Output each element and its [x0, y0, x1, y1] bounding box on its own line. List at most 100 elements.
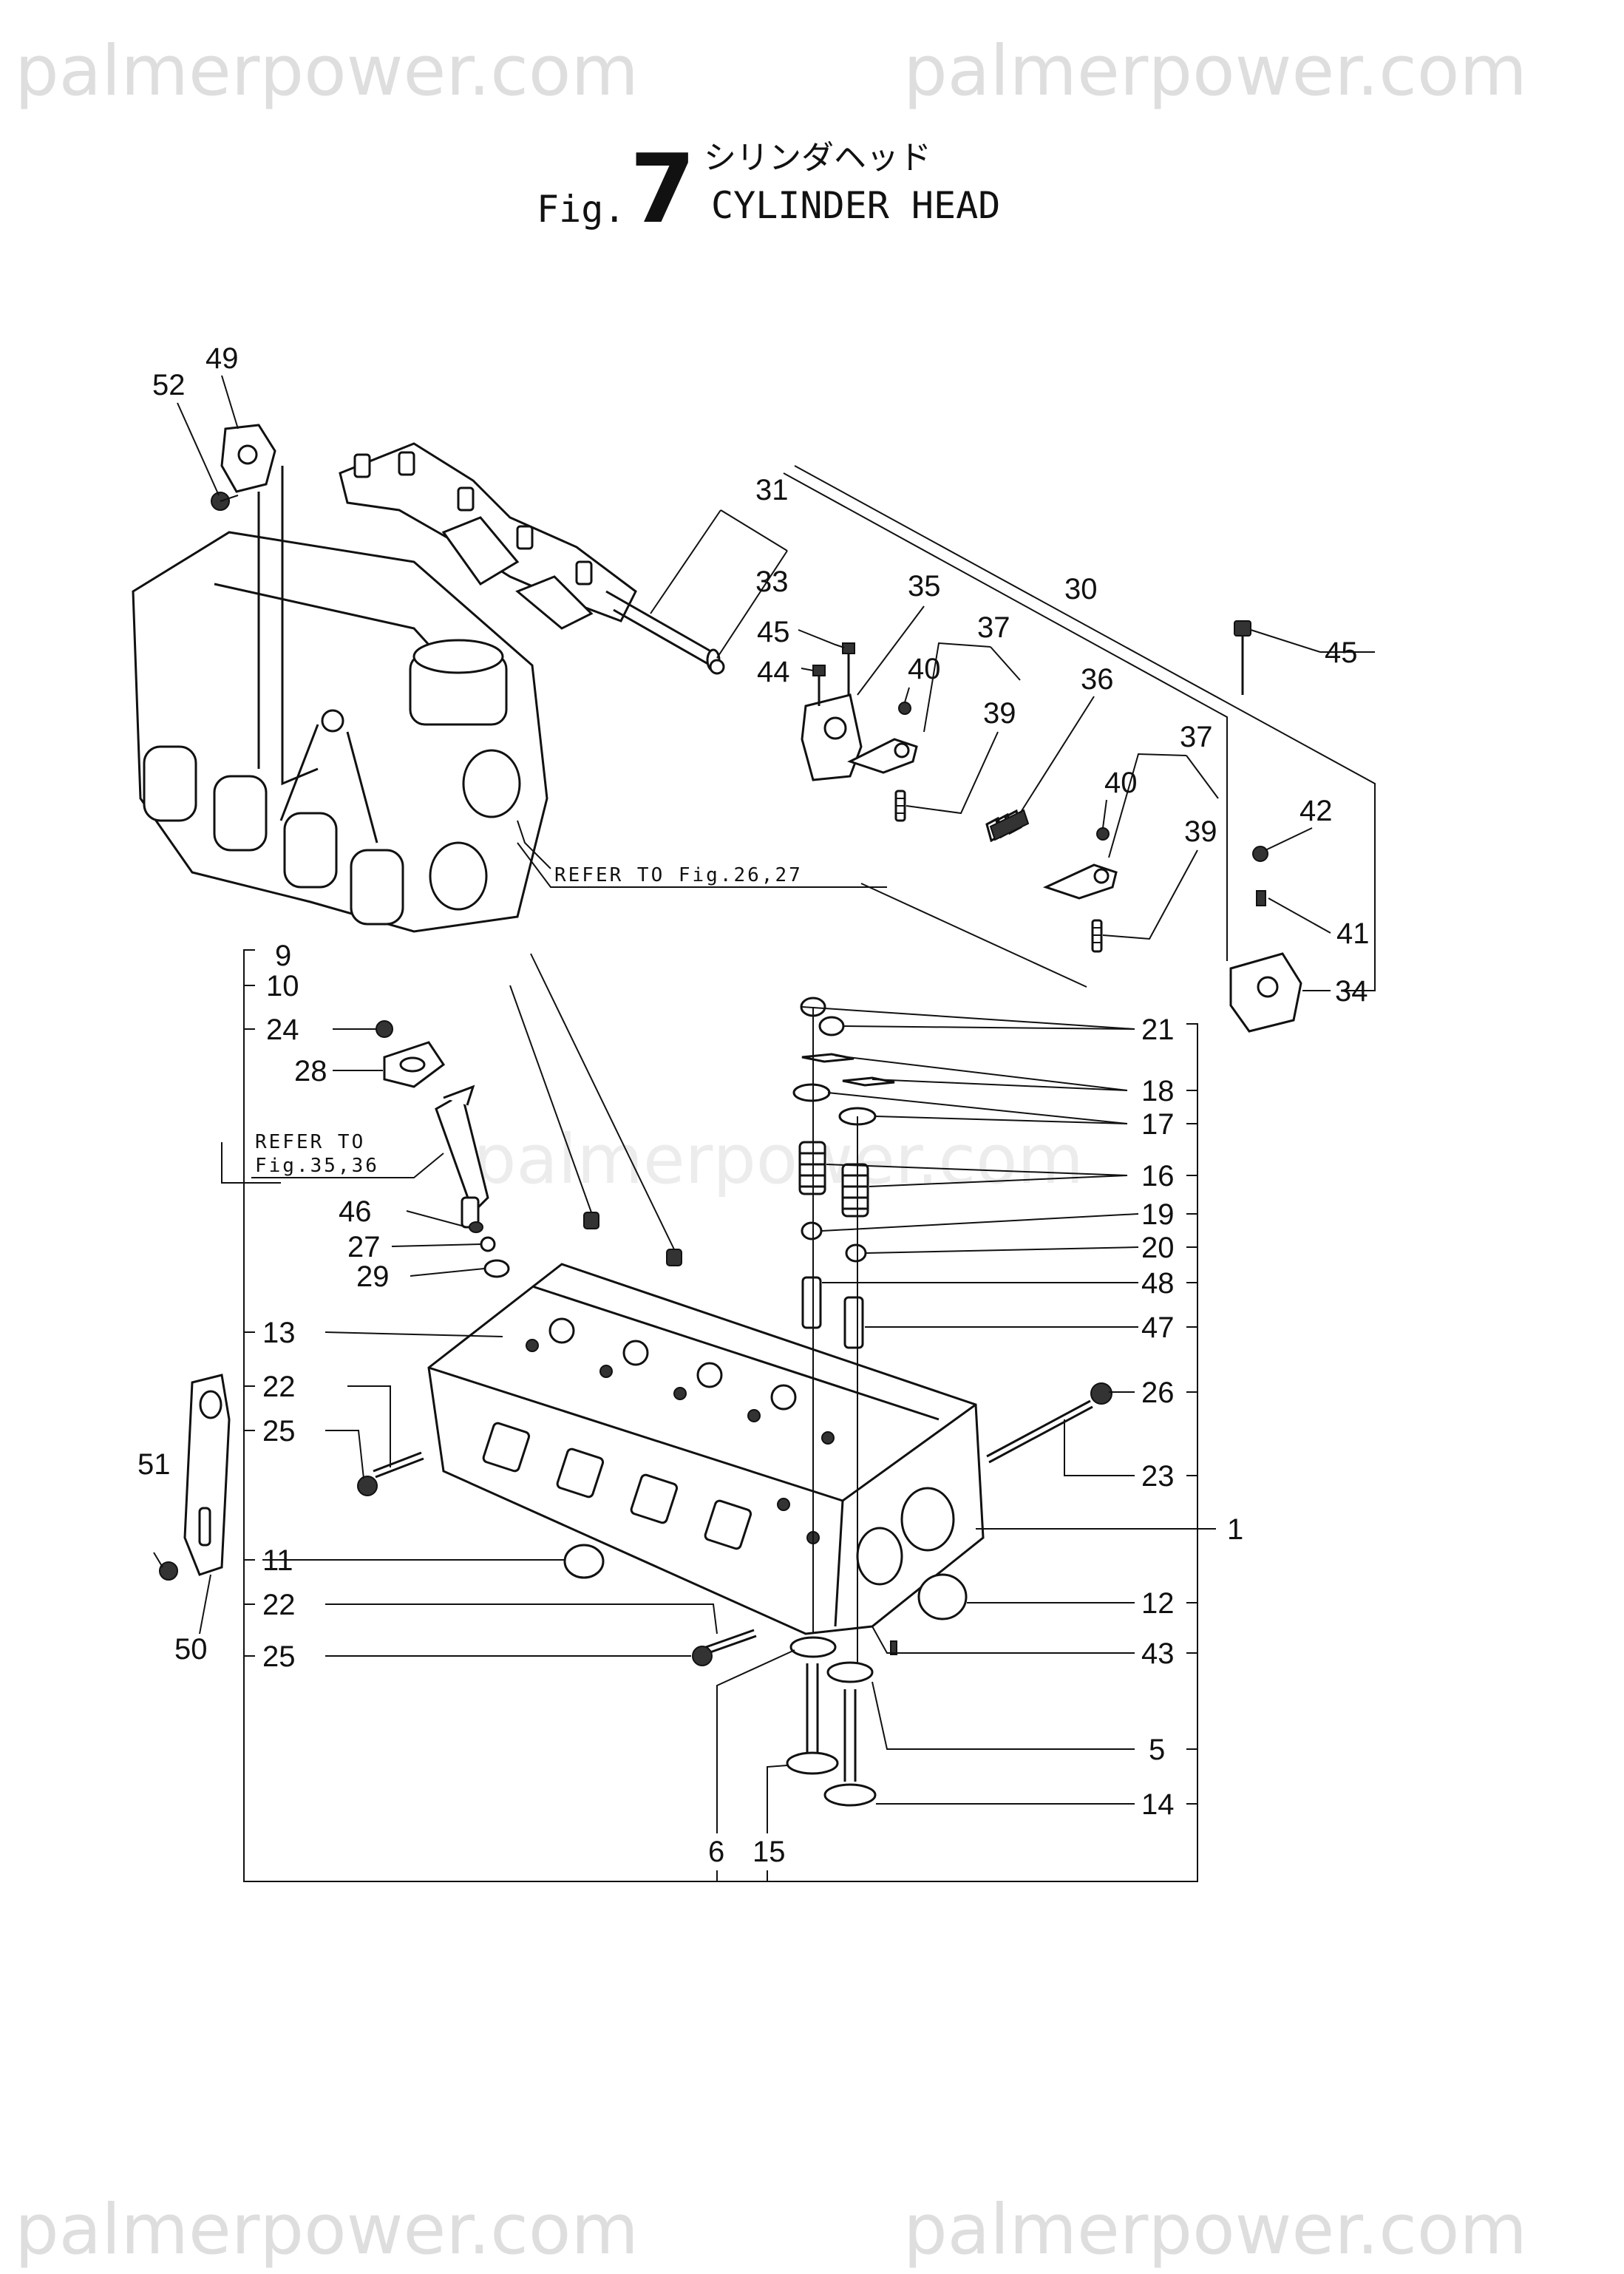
callout-37-left: 37: [977, 611, 1010, 644]
nut-42: [1252, 846, 1268, 862]
adjust-screw-39-left: [894, 790, 906, 822]
adjust-screw-39-right: [1091, 919, 1103, 953]
spring-36: [985, 809, 1030, 843]
callout-34: 34: [1335, 975, 1368, 1008]
callout-25-lower: 25: [262, 1640, 296, 1673]
callout-40-right: 40: [1104, 767, 1138, 799]
callout-48: 48: [1141, 1267, 1175, 1300]
callout-6: 6: [708, 1836, 724, 1868]
nut-25-lower: [692, 1646, 713, 1666]
callout-50: 50: [174, 1633, 208, 1666]
callout-22-lower: 22: [262, 1589, 296, 1621]
plug-11: [563, 1544, 605, 1579]
callout-26: 26: [1141, 1377, 1175, 1409]
rocker-bracket-34: [1229, 952, 1302, 1033]
callout-20: 20: [1141, 1232, 1175, 1264]
valve-guide-48: [801, 1276, 822, 1329]
washer-29: [483, 1259, 510, 1278]
watermark-center: palmerpower.com: [473, 1120, 1084, 1199]
valve-spring-16b: [841, 1163, 869, 1218]
seat-46: [469, 1221, 483, 1233]
callout-10: 10: [266, 970, 299, 1002]
valve-seal-20: [845, 1243, 867, 1263]
leader-lines-upper: [177, 375, 1375, 991]
engine-context-drawing: [132, 531, 548, 933]
valve-cap-21b: [818, 1016, 845, 1036]
seal-12: [917, 1573, 968, 1620]
callout-31: 31: [755, 474, 789, 506]
bolt-44: [812, 665, 826, 706]
stud-22-lower: [705, 1629, 757, 1654]
pin-43: [890, 1640, 897, 1655]
callout-28: 28: [294, 1055, 327, 1087]
callout-18: 18: [1141, 1075, 1175, 1107]
intake-valve-15: [786, 1663, 839, 1775]
stud-22-upper: [373, 1451, 424, 1479]
callout-23: 23: [1141, 1460, 1175, 1493]
callout-17: 17: [1141, 1108, 1175, 1141]
bolt-52: [211, 492, 239, 511]
gasket-27: [480, 1236, 496, 1252]
figure-number: 7: [630, 135, 696, 245]
watermark-bottom-right: palmerpower.com: [903, 2190, 1527, 2270]
callout-14: 14: [1141, 1788, 1175, 1821]
watermark-top-left: palmerpower.com: [15, 31, 639, 112]
shaft-plug-33: [709, 659, 725, 675]
plug-10: [583, 1212, 599, 1229]
callout-13: 13: [262, 1317, 296, 1349]
valve-seat-5: [826, 1661, 874, 1683]
callout-37-right: 37: [1180, 721, 1213, 753]
stud-41: [1256, 890, 1266, 906]
injector-28-plate: [383, 1041, 446, 1088]
callout-labels: 1 5 6 9 10 11 12 13 14 15 16 17 18 19 20…: [137, 342, 1370, 1868]
callout-30: 30: [1064, 573, 1098, 605]
nut-25-upper: [357, 1476, 378, 1496]
lifting-eye-49: [220, 424, 319, 786]
watermark-bottom-left: palmerpower.com: [15, 2190, 639, 2270]
valve-seat-6: [789, 1636, 837, 1658]
callout-43: 43: [1141, 1637, 1175, 1670]
reference-fig-35-36: REFER TO Fig.35,36: [251, 1131, 444, 1178]
exhaust-valve-14: [823, 1689, 877, 1807]
callout-39-right: 39: [1184, 815, 1217, 848]
callout-49: 49: [205, 342, 239, 375]
callout-51: 51: [137, 1448, 171, 1481]
callout-15: 15: [752, 1836, 786, 1868]
bolt-51: [159, 1561, 178, 1581]
rocker-arm-37-right: [1042, 863, 1118, 900]
title-japanese: シリンダヘッド: [704, 139, 931, 177]
nut-40-left: [898, 702, 911, 715]
valve-cotter-18a: [801, 1053, 855, 1063]
figure-title: Fig. 7 シリンダヘッド CYLINDER HEAD: [537, 135, 1000, 245]
callout-22-upper: 22: [262, 1371, 296, 1403]
callout-45-upper: 45: [757, 616, 790, 648]
lifting-bracket-50: [183, 1374, 231, 1576]
leader-lines-rocker: [517, 465, 1376, 991]
nut-40-right: [1096, 827, 1110, 841]
stud-23: [986, 1399, 1093, 1464]
callout-11: 11: [262, 1544, 293, 1577]
callout-39-left: 39: [983, 697, 1016, 730]
watermark-top-right: palmerpower.com: [903, 31, 1527, 112]
callout-29: 29: [356, 1260, 390, 1293]
callout-35: 35: [908, 570, 941, 603]
callout-24: 24: [266, 1014, 299, 1046]
callout-42: 42: [1299, 795, 1333, 827]
title-english: CYLINDER HEAD: [711, 184, 1000, 227]
callout-21: 21: [1141, 1014, 1175, 1046]
callout-5: 5: [1149, 1734, 1165, 1766]
callout-47: 47: [1141, 1311, 1175, 1344]
rocker-arm-assembly-31: [339, 442, 721, 672]
callout-1: 1: [1227, 1513, 1243, 1546]
valve-cotter-18b: [842, 1076, 895, 1087]
callout-25-upper: 25: [262, 1415, 296, 1447]
valve-seal-19: [801, 1221, 823, 1240]
nut-24: [376, 1020, 393, 1038]
rocker-arm-37-left: [847, 738, 918, 774]
plug-9: [666, 1249, 682, 1266]
callout-9: 9: [275, 940, 291, 972]
callout-36: 36: [1081, 663, 1114, 696]
spring-retainer-17a: [792, 1083, 831, 1102]
cylinder-head-1: [427, 1263, 985, 1635]
